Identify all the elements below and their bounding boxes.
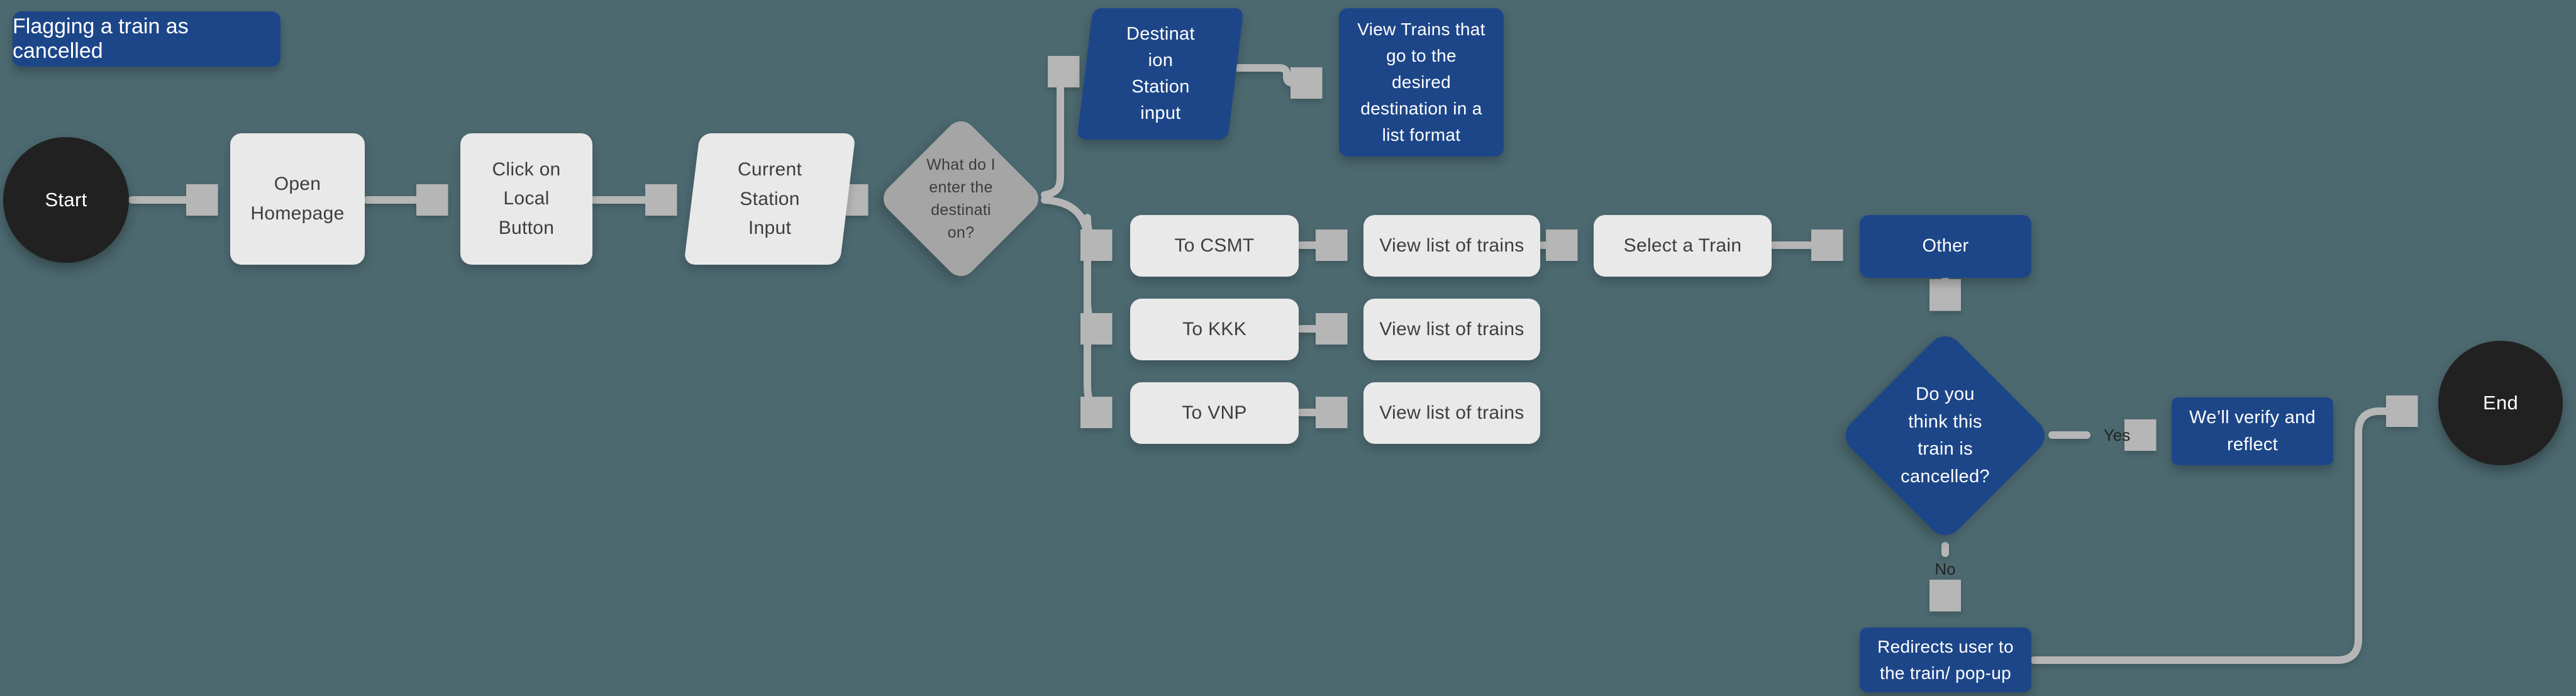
node-view-trains-destination-label: View Trains that go to the desired desti…	[1357, 19, 1485, 145]
node-to-vnp[interactable]: To VNP	[1130, 382, 1299, 444]
node-start[interactable]: Start	[3, 137, 129, 263]
edge-redirect-to-end	[2030, 411, 2411, 664]
node-other[interactable]: Other	[1860, 215, 2031, 278]
node-to-kkk-label: To KKK	[1182, 318, 1246, 340]
node-to-kkk[interactable]: To KKK	[1130, 299, 1299, 360]
node-click-local-button[interactable]: Click on Local Button	[460, 133, 592, 265]
node-view-list-kkk[interactable]: View list of trains	[1363, 299, 1540, 360]
edge-label-yes: Yes	[2103, 425, 2131, 445]
node-destination-question[interactable]: What do I enter the destinati on?	[877, 115, 1045, 282]
node-cancelled-question[interactable]: Do you think this train is cancelled?	[1838, 329, 2052, 543]
node-redirect-popup[interactable]: Redirects user to the train/ pop-up	[1860, 627, 2031, 692]
node-open-homepage-label: Open Homepage	[250, 174, 345, 224]
node-cancelled-question-label: Do you think this train is cancelled?	[1901, 384, 1990, 487]
diagram-title-label: Flagging a train as cancelled	[13, 14, 189, 63]
diagram-title: Flagging a train as cancelled	[13, 11, 280, 67]
edge-branch-to-csmt	[1087, 214, 1106, 245]
node-open-homepage[interactable]: Open Homepage	[230, 133, 365, 265]
node-current-station-input-label: Current Station Input	[737, 158, 802, 238]
node-view-list-csmt-label: View list of trains	[1379, 235, 1524, 256]
edge-destination-input-to-view-trains	[1234, 64, 1316, 83]
node-view-list-kkk-label: View list of trains	[1379, 318, 1524, 340]
node-other-label: Other	[1922, 236, 1969, 257]
edge-question-to-destination-input	[1041, 72, 1073, 199]
node-to-vnp-label: To VNP	[1182, 402, 1247, 423]
edge-branch-to-vnp	[1087, 381, 1106, 412]
node-current-station-input[interactable]: Current Station Input	[684, 133, 856, 265]
node-redirect-popup-label: Redirects user to the train/ pop-up	[1877, 636, 2014, 683]
edge-branch-to-kkk	[1087, 297, 1106, 329]
node-select-train-label: Select a Train	[1623, 235, 1742, 256]
node-end-label: End	[2482, 392, 2519, 414]
edge-question-branch-trunk	[1041, 196, 1091, 389]
node-verify-reflect[interactable]: We’ll verify and reflect	[2172, 397, 2333, 465]
node-select-train[interactable]: Select a Train	[1594, 215, 1772, 277]
node-start-label: Start	[45, 189, 87, 211]
node-destination-question-label: What do I enter the destinati on?	[926, 155, 996, 242]
node-view-trains-destination[interactable]: View Trains that go to the desired desti…	[1339, 8, 1504, 157]
node-view-list-vnp[interactable]: View list of trains	[1363, 382, 1540, 444]
node-destination-station-input-label: Destinat ion Station input	[1126, 24, 1195, 124]
node-to-csmt-label: To CSMT	[1174, 235, 1255, 256]
node-click-local-button-label: Click on Local Button	[492, 158, 561, 238]
node-view-list-vnp-label: View list of trains	[1379, 402, 1524, 423]
node-to-csmt[interactable]: To CSMT	[1130, 215, 1299, 277]
node-view-list-csmt[interactable]: View list of trains	[1363, 215, 1540, 277]
edge-label-no: No	[1935, 559, 1956, 578]
node-verify-reflect-label: We’ll verify and reflect	[2189, 407, 2316, 455]
node-end[interactable]: End	[2438, 341, 2563, 465]
node-destination-station-input[interactable]: Destinat ion Station input	[1077, 8, 1244, 140]
